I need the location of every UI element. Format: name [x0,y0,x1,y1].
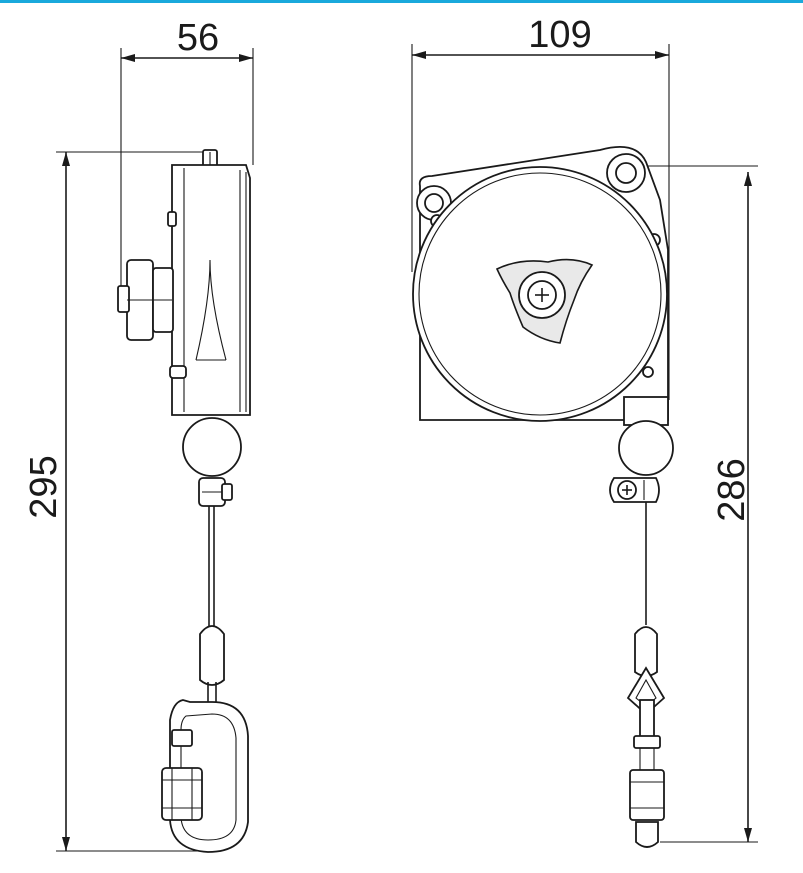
side-width-label: 56 [177,17,219,59]
front-height-label: 286 [711,458,753,521]
dimension-front-height: 286 [640,165,758,843]
front-width-label: 109 [528,14,591,56]
top-rule [0,0,803,3]
side-view [117,149,251,853]
side-height-label: 295 [23,455,65,518]
dimension-side-height: 295 [23,151,215,852]
front-view [412,146,674,848]
dimension-side-width: 56 [120,17,254,290]
dimension-front-width: 109 [411,14,670,400]
